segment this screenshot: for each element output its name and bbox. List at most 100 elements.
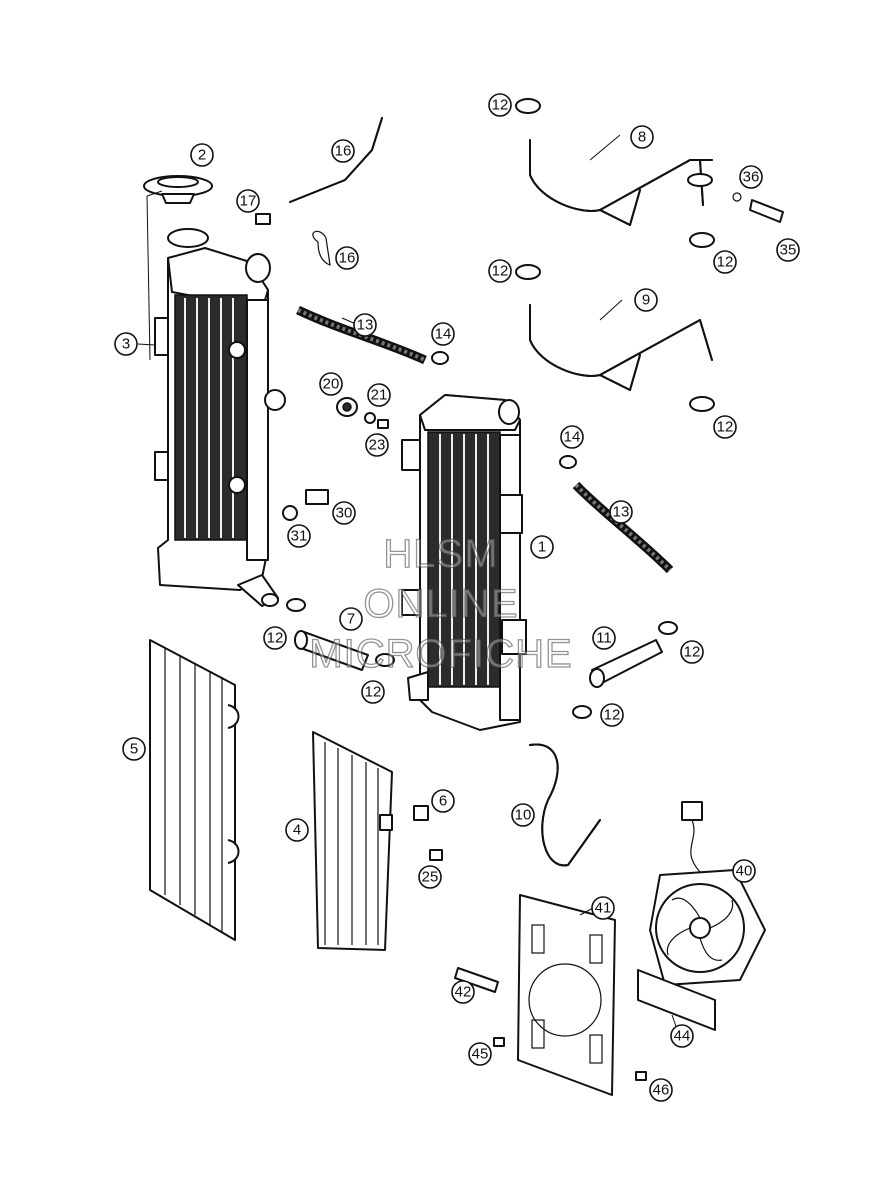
svg-text:44: 44 xyxy=(674,1028,691,1045)
svg-text:2: 2 xyxy=(198,147,206,164)
svg-text:12: 12 xyxy=(717,254,734,271)
callout-16: 16 xyxy=(331,139,355,163)
hose-clamp xyxy=(689,232,715,248)
hose-clamp xyxy=(431,351,449,365)
callout-12f: 12 xyxy=(713,415,737,439)
hose-clamp xyxy=(515,264,541,280)
callout-21: 21 xyxy=(367,383,391,407)
svg-text:12: 12 xyxy=(717,419,734,436)
callout-46: 46 xyxy=(649,1078,673,1102)
svg-text:16: 16 xyxy=(339,250,356,267)
svg-text:16: 16 xyxy=(335,143,352,160)
screw xyxy=(429,849,443,861)
svg-text:11: 11 xyxy=(596,630,612,647)
svg-text:42: 42 xyxy=(455,984,472,1001)
svg-text:21: 21 xyxy=(371,387,388,404)
y-hose-9 xyxy=(529,304,713,391)
svg-text:46: 46 xyxy=(653,1082,670,1099)
svg-text:10: 10 xyxy=(515,807,532,824)
right-radiator xyxy=(401,394,527,731)
svg-text:7: 7 xyxy=(347,611,355,628)
svg-text:13: 13 xyxy=(357,317,374,334)
short-hose-7 xyxy=(294,630,369,671)
callout-10: 10 xyxy=(511,803,535,827)
callout-23: 23 xyxy=(365,433,389,457)
callout-1: 1 xyxy=(530,535,554,559)
svg-text:14: 14 xyxy=(435,326,452,343)
callout-41: 41 xyxy=(591,896,615,920)
hose-clamp xyxy=(689,396,715,412)
radiator-shroud-right xyxy=(312,731,393,951)
callout-36: 36 xyxy=(739,165,763,189)
callout-5: 5 xyxy=(122,737,146,761)
radiator-cap xyxy=(143,175,213,361)
screw xyxy=(635,1071,647,1081)
svg-text:12: 12 xyxy=(492,263,509,280)
callout-17: 17 xyxy=(236,189,260,213)
hose-clip xyxy=(312,230,331,266)
callout-13: 13 xyxy=(353,313,377,337)
callout-30: 30 xyxy=(332,501,356,525)
hose-clamp xyxy=(572,705,592,719)
braided-hose-lower-pattern xyxy=(574,483,672,572)
svg-text:40: 40 xyxy=(736,863,753,880)
callout-25: 25 xyxy=(418,865,442,889)
rubber-strip xyxy=(454,967,499,993)
hose-clamp xyxy=(658,621,678,635)
callout-12d: 12 xyxy=(713,250,737,274)
washer xyxy=(364,412,376,424)
callout-13b: 13 xyxy=(609,500,633,524)
left-radiator xyxy=(154,228,286,607)
svg-text:30: 30 xyxy=(336,505,353,522)
curved-hose-10-inner xyxy=(529,743,601,867)
cover-plate xyxy=(637,969,716,1031)
o-ring xyxy=(282,505,298,521)
callout-42: 42 xyxy=(451,980,475,1004)
fan-bracket xyxy=(517,894,616,1096)
short-hose-11 xyxy=(589,639,663,688)
svg-text:36: 36 xyxy=(743,169,760,186)
callout-6: 6 xyxy=(431,789,455,813)
svg-text:12: 12 xyxy=(684,644,701,661)
callout-40: 40 xyxy=(732,859,756,883)
hose-clamp xyxy=(687,173,713,187)
callout-7: 7 xyxy=(339,607,363,631)
callout-14: 14 xyxy=(431,322,455,346)
callout-16b: 16 xyxy=(335,246,359,270)
svg-text:6: 6 xyxy=(439,793,447,810)
callout-12b: 12 xyxy=(361,680,385,704)
svg-text:12: 12 xyxy=(267,630,284,647)
grommet-hole xyxy=(342,402,352,412)
hose-clamp xyxy=(375,653,395,667)
screw xyxy=(255,213,271,225)
svg-text:13: 13 xyxy=(613,504,630,521)
radiator-shroud-left xyxy=(149,639,240,941)
callout-2: 2 xyxy=(190,143,214,167)
bolt xyxy=(377,419,389,429)
svg-text:35: 35 xyxy=(780,242,797,259)
svg-text:14: 14 xyxy=(564,429,581,446)
svg-text:45: 45 xyxy=(472,1046,489,1063)
svg-text:12: 12 xyxy=(604,707,621,724)
callout-20: 20 xyxy=(319,372,343,396)
callout-9: 9 xyxy=(634,288,658,312)
callout-31: 31 xyxy=(287,524,311,548)
svg-text:25: 25 xyxy=(422,869,439,886)
svg-text:8: 8 xyxy=(638,129,646,146)
curved-hose-10 xyxy=(529,743,601,867)
y-hose-8 xyxy=(529,139,713,226)
thermo-switch xyxy=(749,199,784,223)
svg-text:3: 3 xyxy=(122,336,130,353)
callout-35: 35 xyxy=(776,238,800,262)
svg-text:12: 12 xyxy=(492,97,509,114)
o-ring xyxy=(732,192,742,202)
callout-3: 3 xyxy=(114,332,138,356)
hose-clamp xyxy=(515,98,541,114)
callout-12e: 12 xyxy=(488,259,512,283)
callout-8: 8 xyxy=(630,125,654,149)
temperature-sensor xyxy=(305,489,329,505)
svg-text:41: 41 xyxy=(595,900,612,917)
callout-12h: 12 xyxy=(600,703,624,727)
svg-text:20: 20 xyxy=(323,376,340,393)
svg-text:4: 4 xyxy=(293,822,301,839)
